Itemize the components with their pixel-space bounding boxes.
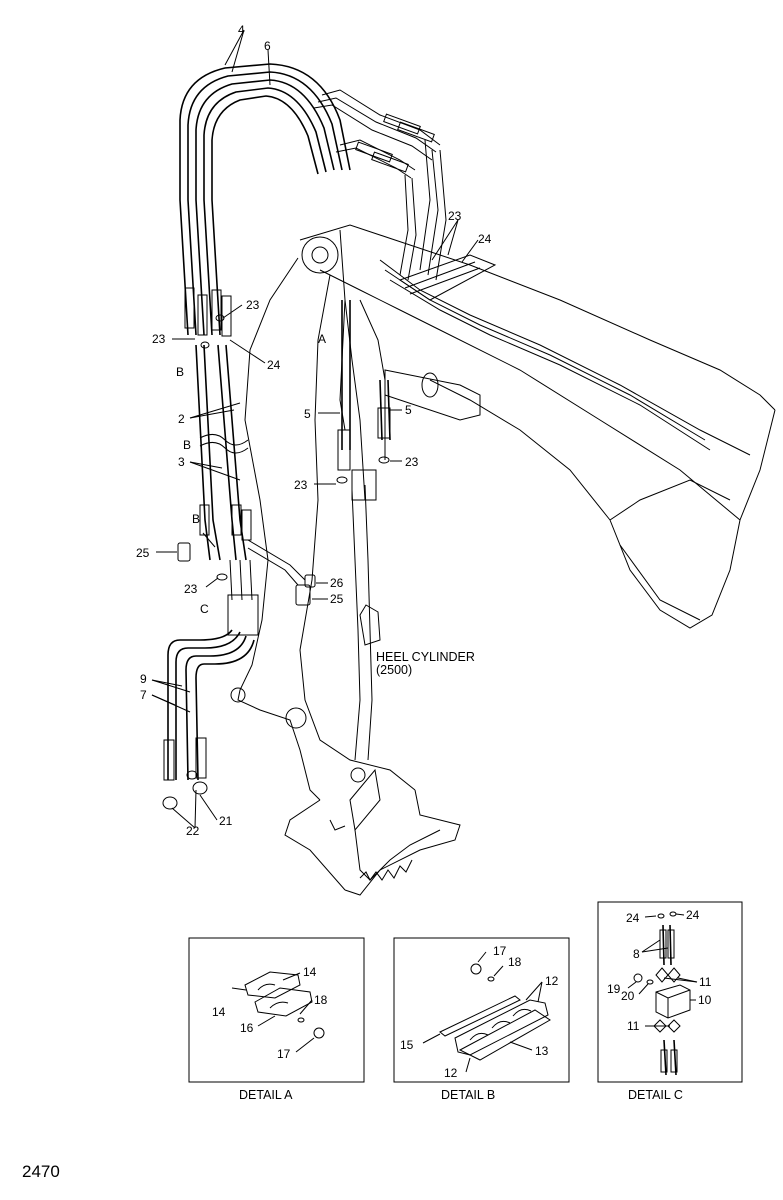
callout-21: 21 — [219, 814, 233, 828]
callout-5: 5 — [405, 403, 412, 417]
heel-cylinder-label: HEEL CYLINDER — [376, 650, 475, 664]
callout-2: 2 — [178, 412, 185, 426]
section-marker-c: C — [200, 602, 209, 616]
callout-5: 5 — [304, 407, 311, 421]
callout-4: 4 — [238, 23, 245, 37]
detail-c-callout-24: 24 — [686, 908, 700, 922]
callout-24: 24 — [267, 358, 281, 372]
detail-b-callout-12: 12 — [545, 974, 559, 988]
callout-23: 23 — [184, 582, 198, 596]
leader-lines — [151, 29, 479, 829]
detail-c-callout-20: 20 — [621, 989, 635, 1003]
arm-illustration — [230, 257, 461, 896]
callout-25: 25 — [330, 592, 344, 606]
section-marker-b: B — [183, 438, 191, 452]
callout-3: 3 — [178, 455, 185, 469]
callout-23: 23 — [405, 455, 419, 469]
detail-b-caption: DETAIL B — [441, 1088, 495, 1102]
detail-c-callout-24: 24 — [626, 911, 640, 925]
detail-a-callout-17: 17 — [277, 1047, 291, 1061]
callout-9: 9 — [140, 672, 147, 686]
section-marker-a: A — [318, 332, 326, 346]
detail-a-callout-18: 18 — [314, 993, 328, 1007]
detail-a-callout-16: 16 — [240, 1021, 254, 1035]
detail-c-caption: DETAIL C — [628, 1088, 683, 1102]
detail-c-callout-11: 11 — [627, 1019, 640, 1033]
callout-7: 7 — [140, 688, 147, 702]
detail-b-callout-15: 15 — [400, 1038, 414, 1052]
section-marker-b: B — [192, 512, 200, 526]
detail-a-callout-14: 14 — [212, 1005, 226, 1019]
detail-b-callout-12: 12 — [444, 1066, 458, 1080]
detail-c-callout-10: 10 — [698, 993, 712, 1007]
page-number: 2470 — [22, 1162, 60, 1181]
detail-a-panel: 14 14 18 16 17 DETAIL A — [188, 937, 365, 1102]
callout-23: 23 — [448, 209, 462, 223]
callout-23: 23 — [246, 298, 260, 312]
heel-cylinder-size: (2500) — [376, 663, 412, 677]
callout-24: 24 — [478, 232, 492, 246]
callout-25: 25 — [136, 546, 150, 560]
callout-26: 26 — [330, 576, 344, 590]
hose-bundles — [162, 63, 497, 810]
detail-c-callout-8: 8 — [633, 947, 640, 961]
detail-a-callout-14: 14 — [303, 965, 317, 979]
detail-b-panel: 17 18 12 15 13 12 DETAIL B — [393, 937, 570, 1102]
detail-c-callout-11: 11 — [699, 975, 712, 989]
callout-23: 23 — [294, 478, 308, 492]
detail-a-caption: DETAIL A — [239, 1088, 293, 1102]
boom-illustration — [299, 224, 776, 629]
callout-23: 23 — [152, 332, 166, 346]
callout-6: 6 — [264, 39, 271, 53]
detail-b-callout-13: 13 — [535, 1044, 549, 1058]
callout-labels: 4 6 23 24 23 23 24 A B 2 B 3 5 5 23 23 B… — [136, 23, 492, 838]
section-marker-b: B — [176, 365, 184, 379]
callout-22: 22 — [186, 824, 200, 838]
detail-b-callout-18: 18 — [508, 955, 522, 969]
detail-c-panel: 24 24 8 19 20 11 10 11 DETAIL C — [597, 901, 743, 1102]
detail-b-callout-17: 17 — [493, 944, 507, 958]
detail-c-callout-19: 19 — [607, 982, 621, 996]
